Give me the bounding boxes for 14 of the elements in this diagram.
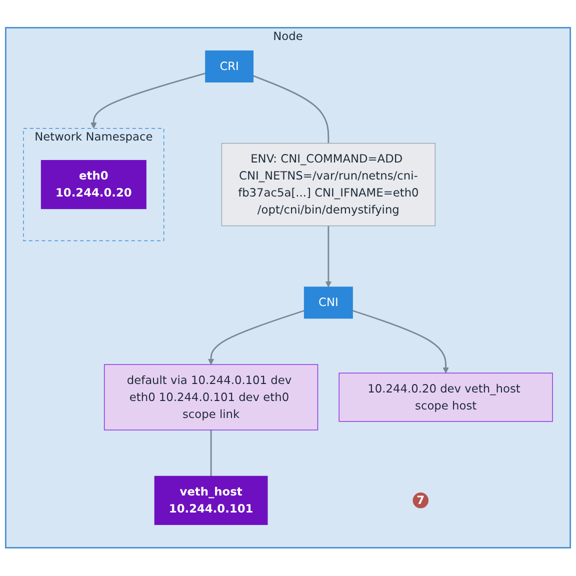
node-box: default via 10.244.0.101 dev eth0 10.244.0.101 dev eth0 scope link bbox=[104, 364, 318, 431]
arrow bbox=[325, 226, 332, 288]
node-box: ENV: CNI_COMMAND=ADD CNI_NETNS=/var/run/netns/cni-fb37ac5a[...] CNI_IFNAME=eth0 /opt/cni/bin/demystifying bbox=[221, 143, 436, 226]
node-box: veth_host 10.244.0.101 bbox=[154, 476, 268, 526]
arrow bbox=[352, 310, 449, 374]
node-box: eth0 10.244.0.20 bbox=[40, 160, 146, 210]
connector bbox=[210, 430, 212, 477]
connector bbox=[252, 75, 330, 144]
arrow bbox=[90, 72, 206, 129]
node-box: CRI bbox=[205, 50, 254, 83]
node-box: CNI bbox=[304, 286, 353, 319]
arrow bbox=[208, 310, 305, 366]
node-box: 10.244.0.20 dev veth_host scope host bbox=[338, 373, 553, 422]
node-circle: 7 bbox=[412, 492, 428, 509]
